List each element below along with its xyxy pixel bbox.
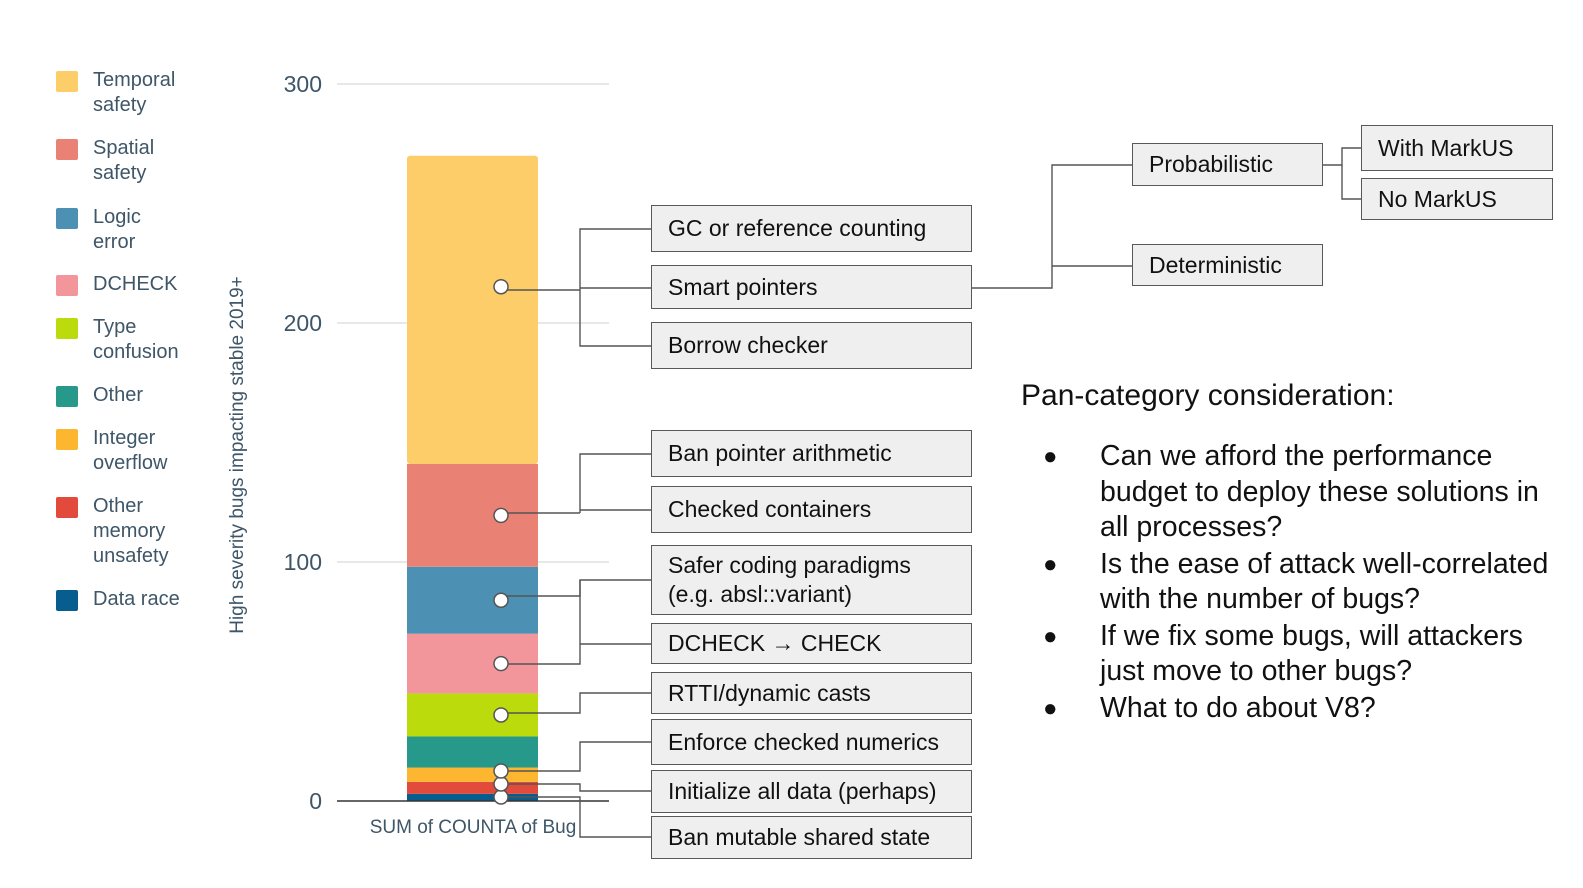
box-label: Safer coding paradigms (e.g. absl::varia… bbox=[668, 552, 911, 607]
legend-label: Type confusion bbox=[93, 316, 179, 363]
bullet-text: Can we afford the performance budget to … bbox=[1100, 440, 1539, 543]
bullet-text: Is the ease of attack well-correlated wi… bbox=[1100, 547, 1549, 616]
legend-label: Data race bbox=[93, 588, 180, 610]
y-tick-label: 200 bbox=[284, 310, 322, 336]
box-rtti: RTTI/dynamic casts bbox=[651, 672, 972, 714]
legend-swatch bbox=[56, 429, 78, 450]
box-borrow-checker: Borrow checker bbox=[651, 322, 972, 369]
bullet-text: If we fix some bugs, will attackers just… bbox=[1100, 619, 1523, 688]
bullet-dot: ● bbox=[1043, 694, 1058, 722]
y-tick-label: 100 bbox=[284, 549, 322, 575]
box-smart-pointers: Smart pointers bbox=[651, 265, 972, 309]
box-with-markus: With MarkUS bbox=[1361, 125, 1553, 171]
box-label: RTTI/dynamic casts bbox=[668, 679, 871, 706]
bar-segment-other-memory-unsafety bbox=[407, 781, 538, 794]
marker-temporal-safety bbox=[493, 278, 509, 295]
box-gc-refcount: GC or reference counting bbox=[651, 205, 972, 252]
bullet-item: ● What to do about V8? bbox=[1021, 691, 1561, 727]
legend-swatch bbox=[56, 71, 78, 92]
box-label: DCHECK → CHECK bbox=[668, 630, 882, 656]
legend-label: Other memory unsafety bbox=[93, 495, 169, 567]
legend-label: Integer overflow bbox=[93, 427, 168, 474]
legend-label: Other bbox=[93, 384, 144, 406]
box-no-markus: No MarkUS bbox=[1361, 178, 1553, 220]
legend-swatch bbox=[56, 318, 78, 339]
bullet-dot: ● bbox=[1043, 550, 1058, 578]
marker-dcheck bbox=[493, 655, 509, 672]
box-ban-pointer-arithmetic: Ban pointer arithmetic bbox=[651, 430, 972, 477]
box-label: GC or reference counting bbox=[668, 215, 927, 241]
bar-segment-integer-overflow bbox=[407, 767, 538, 782]
box-label: With MarkUS bbox=[1378, 134, 1514, 161]
legend-swatch bbox=[56, 590, 78, 611]
box-label: No MarkUS bbox=[1378, 185, 1497, 212]
box-init-data: Initialize all data (perhaps) bbox=[651, 770, 972, 813]
legend-swatch bbox=[56, 386, 78, 407]
box-label: Initialize all data (perhaps) bbox=[668, 778, 937, 804]
notes-title: Pan-category consideration: bbox=[1021, 379, 1395, 412]
bullet-item: ● Can we afford the performance budget to… bbox=[1021, 439, 1561, 546]
bar-segment-logic-error bbox=[407, 566, 538, 634]
box-safer-paradigms: Safer coding paradigms (e.g. absl::varia… bbox=[651, 545, 972, 615]
box-label: Deterministic bbox=[1149, 251, 1282, 278]
box-ban-mutable: Ban mutable shared state bbox=[651, 816, 972, 859]
box-dcheck-check: DCHECK → CHECK bbox=[651, 623, 972, 664]
marker-integer-overflow bbox=[493, 763, 509, 779]
bullet-item: ● If we fix some bugs, will attackers jus… bbox=[1021, 619, 1561, 690]
legend-label: Logic error bbox=[93, 206, 141, 253]
marker-other-memory-unsafety bbox=[493, 776, 509, 792]
legend-swatch bbox=[56, 139, 78, 160]
stacked-bar bbox=[407, 155, 538, 801]
marker-data-race bbox=[493, 789, 509, 805]
notes-bullets: ● Can we afford the performance budget to… bbox=[1021, 439, 1561, 726]
marker-logic-error bbox=[493, 592, 509, 608]
marker-spatial-safety bbox=[493, 507, 509, 524]
box-probabilistic: Probabilistic bbox=[1132, 143, 1323, 186]
category-markers bbox=[493, 278, 509, 805]
y-tick-label: 0 bbox=[309, 788, 322, 814]
legend-label: Spatial safety bbox=[93, 137, 155, 184]
box-checked-numerics: Enforce checked numerics bbox=[651, 719, 972, 765]
bullet-dot: ● bbox=[1043, 443, 1058, 470]
marker-type-confusion bbox=[493, 707, 509, 723]
box-label: Ban pointer arithmetic bbox=[668, 440, 892, 466]
box-label: Smart pointers bbox=[668, 273, 818, 300]
box-label: Probabilistic bbox=[1149, 151, 1273, 177]
x-category-label: SUM of COUNTA of Bug bbox=[370, 817, 577, 838]
legend-label: DCHECK bbox=[93, 273, 178, 295]
y-axis-ticks: 0 100 200 300 bbox=[284, 71, 322, 814]
notes-panel: Pan-category consideration: ● Can we affo… bbox=[1021, 375, 1561, 727]
box-label: Borrow checker bbox=[668, 332, 828, 358]
y-tick-label: 300 bbox=[284, 71, 322, 97]
bar-segment-other bbox=[407, 736, 538, 768]
bar-segment-data-race bbox=[407, 793, 538, 801]
bullet-dot: ● bbox=[1043, 622, 1058, 650]
bar-segment-type-confusion bbox=[407, 693, 538, 737]
y-axis-label: High severity bugs impacting stable 2019… bbox=[227, 276, 248, 634]
legend-swatch bbox=[56, 497, 78, 518]
bar-segment-temporal-safety bbox=[407, 155, 538, 465]
box-deterministic: Deterministic bbox=[1132, 244, 1323, 286]
bar-segment-spatial-safety bbox=[407, 464, 538, 567]
legend-swatch bbox=[56, 208, 78, 229]
box-label: Checked containers bbox=[668, 496, 872, 522]
bullet-item: ● Is the ease of attack well-correlated w… bbox=[1021, 547, 1561, 618]
legend-swatch bbox=[56, 275, 78, 296]
legend-label: Temporal safety bbox=[93, 69, 176, 116]
bullet-text: What to do about V8? bbox=[1100, 691, 1376, 724]
box-label: Ban mutable shared state bbox=[668, 824, 931, 850]
box-checked-containers: Checked containers bbox=[651, 486, 972, 533]
box-label: Enforce checked numerics bbox=[668, 728, 940, 755]
connector-lines bbox=[501, 147, 1362, 838]
